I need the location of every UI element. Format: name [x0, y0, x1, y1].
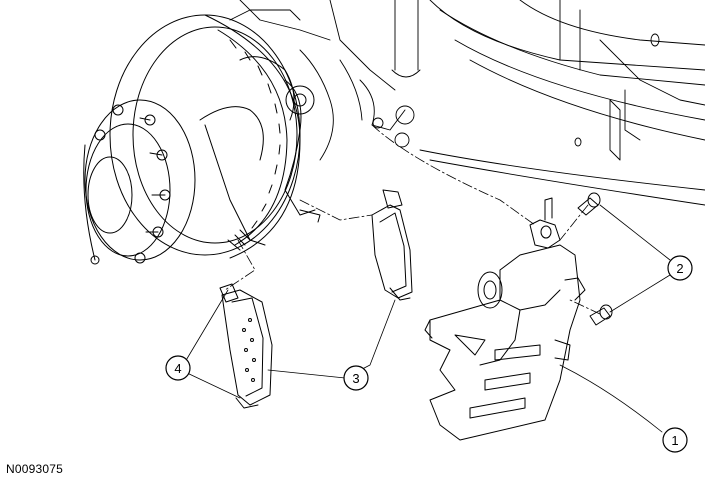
- callout-1: 1: [662, 427, 688, 453]
- brake-rotor-hub-assembly: [83, 14, 321, 265]
- brake-caliper: [424, 197, 586, 441]
- callout-3: 3: [343, 365, 369, 391]
- callout-4: 4: [165, 355, 191, 381]
- leader-lines: [184, 204, 671, 433]
- callout-2-number: 2: [676, 261, 683, 276]
- callout-2: 2: [667, 255, 693, 281]
- figure-reference-id: N0093075: [6, 462, 63, 476]
- frame-and-suspension: [229, 0, 705, 206]
- callout-4-number: 4: [174, 361, 181, 376]
- caliper-bolts: [577, 192, 613, 326]
- alignment-lines: [224, 124, 601, 315]
- callout-3-number: 3: [352, 371, 359, 386]
- callout-1-number: 1: [671, 433, 678, 448]
- outer-brake-pad-illustration: [371, 189, 413, 301]
- inner-brake-pad-illustration: [219, 283, 273, 409]
- wheel-studs: [90, 104, 171, 265]
